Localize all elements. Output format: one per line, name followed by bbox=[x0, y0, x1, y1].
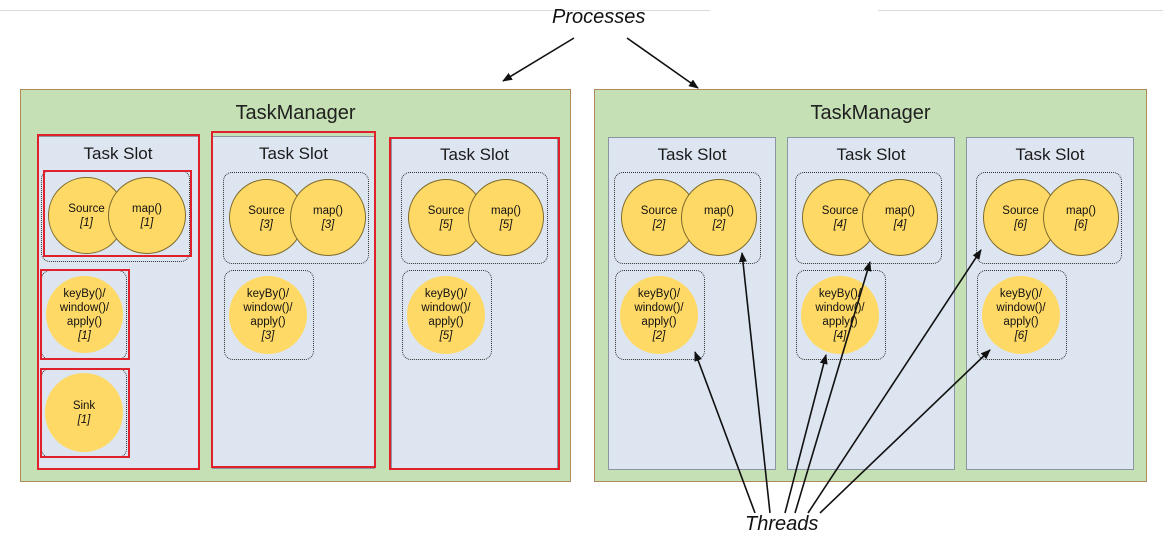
operator-index: [4] bbox=[893, 218, 907, 231]
window-operator: keyBy()/ window()/ apply() [1] bbox=[46, 276, 123, 353]
thread-arrow bbox=[738, 252, 771, 514]
thread-arrow bbox=[807, 249, 982, 514]
thread-highlight bbox=[211, 131, 376, 468]
window-group bbox=[615, 270, 705, 360]
operator-index: [6] bbox=[1074, 218, 1088, 231]
thread-arrow bbox=[694, 351, 756, 514]
operator-label: Source bbox=[427, 204, 465, 217]
source-map-group bbox=[976, 172, 1122, 264]
operator-label: Source bbox=[248, 204, 285, 217]
operator-label: keyBy()/ window()/ apply() bbox=[815, 288, 865, 328]
operator-label: map() bbox=[884, 204, 916, 217]
process-arrow bbox=[626, 37, 699, 89]
operator-label: keyBy()/ window()/ apply() bbox=[243, 288, 293, 328]
operator-index: [3] bbox=[261, 330, 275, 342]
header-divider bbox=[878, 10, 1163, 11]
map-operator: map() [6] bbox=[1043, 179, 1119, 256]
operator-index: [3] bbox=[321, 218, 335, 231]
thread-highlight bbox=[37, 134, 200, 470]
operator-index: [4] bbox=[833, 218, 847, 231]
operator-label: Source bbox=[821, 204, 859, 217]
operator-label: keyBy()/ window()/ apply() bbox=[421, 288, 471, 328]
operator-label: map() bbox=[1065, 204, 1097, 217]
operator-label: Source bbox=[640, 204, 678, 217]
sink-operator: Sink [1] bbox=[45, 373, 123, 452]
task-slot-title: Task Slot bbox=[259, 144, 328, 163]
source-operator: Source [3] bbox=[229, 179, 304, 256]
processes-label: Processes bbox=[552, 6, 646, 28]
operator-label: map() bbox=[312, 204, 344, 217]
operator-index: [6] bbox=[1014, 218, 1027, 231]
task-slot-title: Task Slot bbox=[440, 145, 509, 164]
source-operator: Source [1] bbox=[48, 177, 125, 254]
thread-arrow bbox=[784, 354, 828, 514]
operator-label: keyBy()/ window()/ apply() bbox=[996, 288, 1046, 328]
window-operator: keyBy()/ window()/ apply() [4] bbox=[801, 276, 879, 354]
window-group bbox=[977, 270, 1067, 360]
operator-index: [1] bbox=[140, 216, 154, 229]
operator-index: [1] bbox=[78, 329, 91, 342]
task-slot-title: Task Slot bbox=[83, 144, 153, 163]
threads-label: Threads bbox=[745, 513, 819, 535]
thread-arrow bbox=[819, 349, 991, 514]
map-operator: map() [2] bbox=[681, 179, 757, 256]
operator-index: [5] bbox=[499, 218, 513, 231]
operator-index: [1] bbox=[77, 413, 91, 426]
operator-index: [3] bbox=[260, 218, 273, 231]
thread-arrow bbox=[794, 261, 872, 514]
window-operator: keyBy()/ window()/ apply() [6] bbox=[982, 276, 1060, 354]
operator-label: Source bbox=[1002, 204, 1039, 217]
task-slot-title: Task Slot bbox=[836, 145, 906, 164]
operator-label: map() bbox=[703, 204, 735, 217]
operator-label: keyBy()/ window()/ apply() bbox=[634, 288, 684, 328]
window-operator: keyBy()/ window()/ apply() [2] bbox=[620, 276, 698, 354]
operator-index: [2] bbox=[712, 218, 726, 231]
operator-index: [4] bbox=[833, 330, 847, 342]
operator-index: [5] bbox=[439, 330, 453, 342]
operator-index: [2] bbox=[652, 218, 666, 231]
source-map-group bbox=[223, 172, 369, 264]
source-map-group bbox=[401, 172, 548, 264]
thread-highlight bbox=[43, 170, 192, 257]
operator-index: [1] bbox=[80, 216, 93, 229]
task-slot-title: Task Slot bbox=[1015, 145, 1085, 164]
operator-label: map() bbox=[490, 204, 522, 217]
operator-index: [5] bbox=[439, 218, 453, 231]
operator-index: [6] bbox=[1014, 330, 1028, 342]
thread-highlight bbox=[40, 269, 130, 360]
operator-index: [2] bbox=[652, 330, 666, 342]
process-arrow bbox=[502, 37, 575, 82]
map-operator: map() [3] bbox=[290, 179, 366, 256]
operator-label: keyBy()/ window()/ apply() bbox=[59, 287, 110, 328]
header-divider bbox=[0, 10, 710, 11]
window-group bbox=[224, 270, 314, 360]
thread-highlight bbox=[389, 137, 560, 470]
window-operator: keyBy()/ window()/ apply() [3] bbox=[229, 276, 307, 354]
source-map-group bbox=[614, 172, 761, 264]
task-manager-title: TaskManager bbox=[235, 102, 356, 124]
task-manager-title: TaskManager bbox=[810, 102, 931, 124]
task-slot-title: Task Slot bbox=[657, 145, 727, 164]
map-operator: map() [4] bbox=[862, 179, 938, 256]
window-operator: keyBy()/ window()/ apply() [5] bbox=[407, 276, 485, 354]
thread-highlight bbox=[40, 368, 130, 458]
operator-label: Sink bbox=[72, 399, 96, 412]
window-group bbox=[402, 270, 492, 360]
map-operator: map() [1] bbox=[108, 177, 186, 254]
operator-label: map() bbox=[131, 202, 163, 215]
operator-label: Source bbox=[68, 202, 105, 215]
map-operator: map() [5] bbox=[468, 179, 544, 256]
